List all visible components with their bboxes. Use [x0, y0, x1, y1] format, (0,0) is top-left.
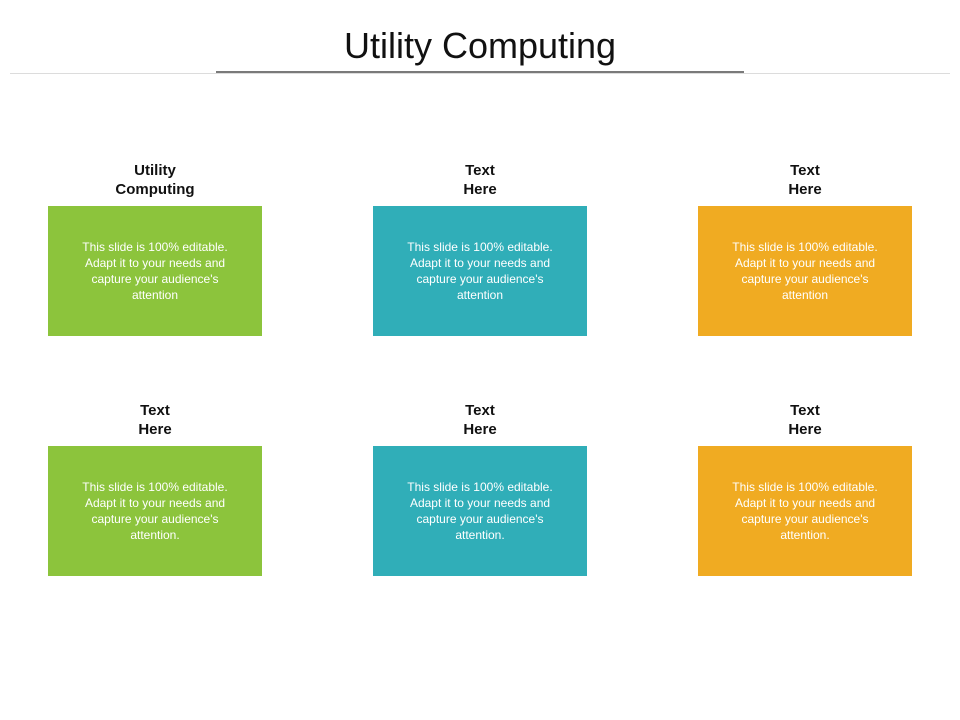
card-5: Text Here This slide is 100% editable. A… — [373, 401, 587, 576]
card-heading: Text Here — [463, 402, 497, 438]
card-heading: Utility Computing — [115, 162, 195, 198]
card-body-text: This slide is 100% editable. Adapt it to… — [82, 480, 228, 542]
card-body-text: This slide is 100% editable. Adapt it to… — [732, 480, 878, 542]
card-heading: Text Here — [138, 402, 172, 438]
card-box: This slide is 100% editable. Adapt it to… — [698, 446, 912, 576]
slide-title: Utility Computing — [343, 25, 617, 66]
title-divider — [10, 73, 950, 74]
card-heading: Text Here — [463, 162, 497, 198]
card-body-text: This slide is 100% editable. Adapt it to… — [82, 240, 228, 302]
card-6: Text Here This slide is 100% editable. A… — [698, 401, 912, 576]
card-box: This slide is 100% editable. Adapt it to… — [698, 206, 912, 336]
card-heading: Text Here — [788, 402, 822, 438]
card-body-text: This slide is 100% editable. Adapt it to… — [407, 480, 553, 542]
card-body-text: This slide is 100% editable. Adapt it to… — [407, 240, 553, 302]
card-3: Text Here This slide is 100% editable. A… — [698, 161, 912, 336]
card-box: This slide is 100% editable. Adapt it to… — [48, 446, 262, 576]
card-4: Text Here This slide is 100% editable. A… — [48, 401, 262, 576]
card-body-text: This slide is 100% editable. Adapt it to… — [732, 240, 878, 302]
card-1: Utility Computing This slide is 100% edi… — [48, 161, 262, 336]
card-box: This slide is 100% editable. Adapt it to… — [48, 206, 262, 336]
card-heading: Text Here — [788, 162, 822, 198]
card-box: This slide is 100% editable. Adapt it to… — [373, 446, 587, 576]
card-2: Text Here This slide is 100% editable. A… — [373, 161, 587, 336]
card-box: This slide is 100% editable. Adapt it to… — [373, 206, 587, 336]
title-underline — [216, 71, 744, 73]
